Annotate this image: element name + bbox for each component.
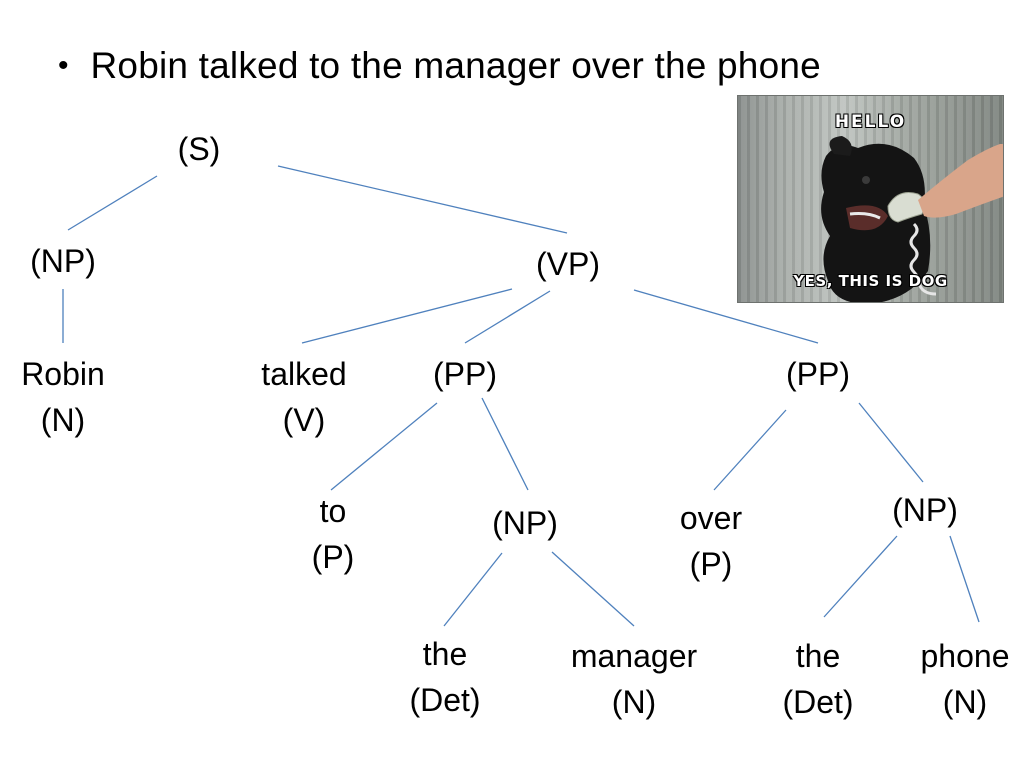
meme-image: HELLO YES, THIS IS DOG xyxy=(737,95,1004,303)
meme-bottom-caption: YES, THIS IS DOG xyxy=(738,272,1003,290)
node-label: (PP) xyxy=(433,351,497,397)
word-label: the xyxy=(409,631,480,677)
word-label: over xyxy=(680,495,742,541)
pos-tag: (P) xyxy=(680,541,742,587)
node-the2: the (Det) xyxy=(782,633,853,725)
node-robin: Robin (N) xyxy=(21,351,105,443)
word-label: phone xyxy=(921,633,1010,679)
node-pp-over: (PP) xyxy=(786,351,850,397)
edge-s-vp xyxy=(278,166,567,233)
node-over: over (P) xyxy=(680,495,742,587)
edge-np-phone xyxy=(950,536,979,622)
node-label: (NP) xyxy=(492,500,558,546)
word-label: manager xyxy=(571,633,697,679)
word-label: to xyxy=(312,488,355,534)
meme-top-caption: HELLO xyxy=(738,112,1003,132)
node-label: (VP) xyxy=(536,241,600,287)
node-label: (S) xyxy=(178,126,221,172)
word-label: Robin xyxy=(21,351,105,397)
word-label: talked xyxy=(261,351,346,397)
edge-vp-pp-to xyxy=(465,291,550,343)
pos-tag: (N) xyxy=(21,397,105,443)
edge-s-np xyxy=(68,176,157,230)
word-label: the xyxy=(782,633,853,679)
edge-np-the1 xyxy=(444,553,502,626)
pos-tag: (P) xyxy=(312,534,355,580)
pos-tag: (Det) xyxy=(782,679,853,725)
edge-vp-talked xyxy=(302,289,512,343)
node-np-subject: (NP) xyxy=(30,238,96,284)
edge-np-the2 xyxy=(824,536,897,617)
node-to: to (P) xyxy=(312,488,355,580)
node-label: (NP) xyxy=(30,238,96,284)
node-phone: phone (N) xyxy=(921,633,1010,725)
node-np-phone: (NP) xyxy=(892,487,958,533)
node-the1: the (Det) xyxy=(409,631,480,723)
node-vp: (VP) xyxy=(536,241,600,287)
node-s: (S) xyxy=(178,126,221,172)
node-np-manager: (NP) xyxy=(492,500,558,546)
node-label: (NP) xyxy=(892,487,958,533)
edge-pp-over xyxy=(714,410,786,490)
pos-tag: (N) xyxy=(571,679,697,725)
edge-pp-np-phone xyxy=(859,403,923,482)
node-pp-to: (PP) xyxy=(433,351,497,397)
edge-np-manager xyxy=(552,552,634,626)
node-talked: talked (V) xyxy=(261,351,346,443)
edge-pp-np-manager xyxy=(482,398,528,490)
node-label: (PP) xyxy=(786,351,850,397)
pos-tag: (V) xyxy=(261,397,346,443)
edge-pp-to xyxy=(331,403,437,490)
pos-tag: (N) xyxy=(921,679,1010,725)
pos-tag: (Det) xyxy=(409,677,480,723)
node-manager: manager (N) xyxy=(571,633,697,725)
